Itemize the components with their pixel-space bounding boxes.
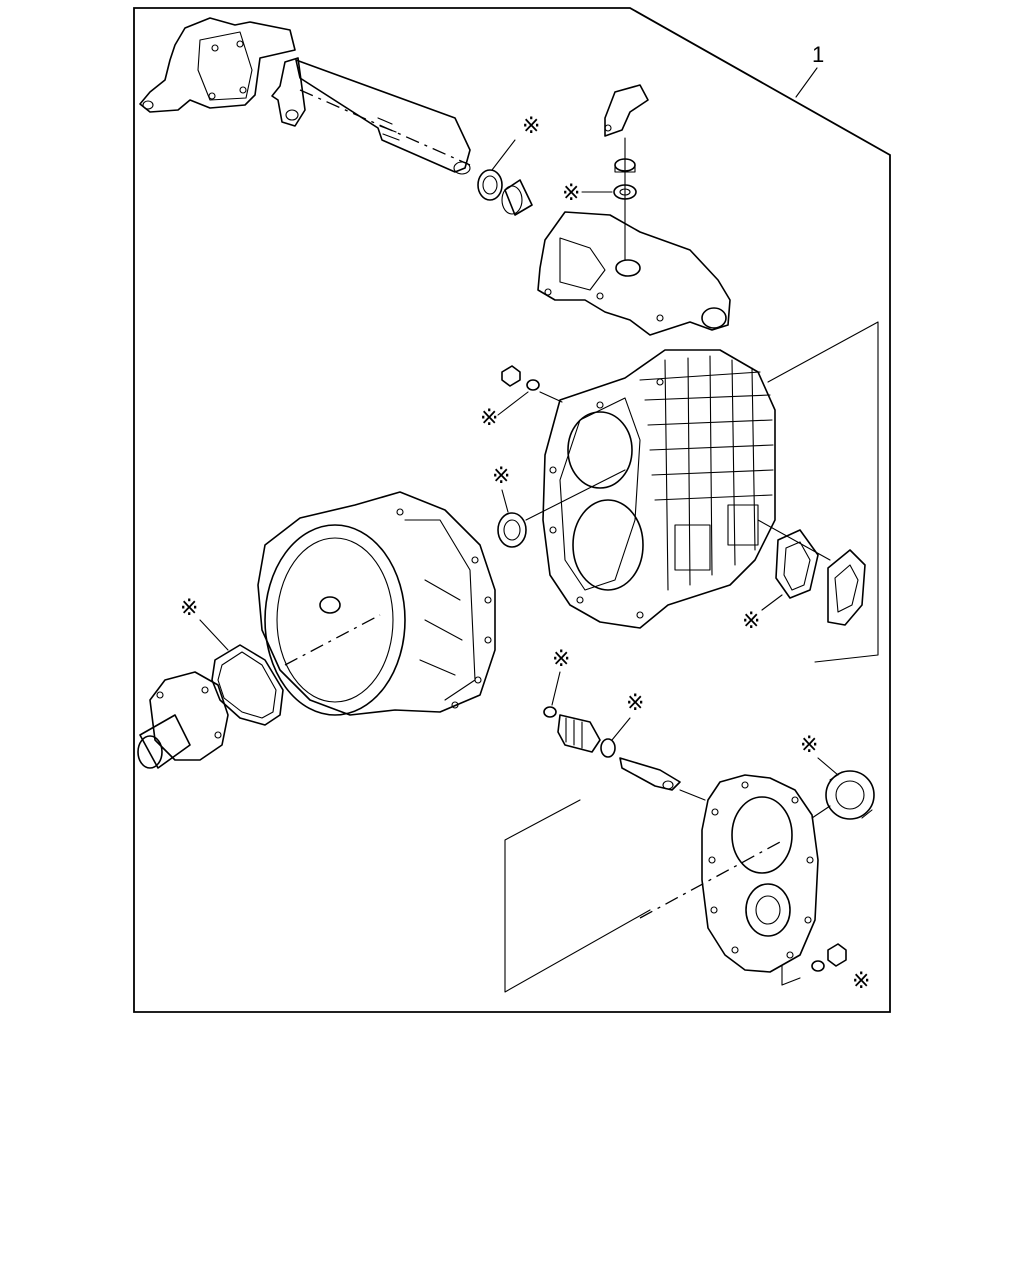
kit-marker-rear-plug: ※ [852,969,870,994]
shift-lever-arm [271,57,306,127]
rear-cover-plug [827,943,847,967]
marker-leader [491,139,516,171]
rear-cover-plug-washer [811,960,825,972]
sensor-rod [619,757,681,791]
sensor-washer [543,706,557,718]
kit-marker-bell-gasket: ※ [180,596,198,621]
input-axis [525,469,626,521]
kit-marker-sensor-o-ring: ※ [626,691,644,716]
kit-marker-pto-gasket: ※ [742,609,760,634]
case-bracket-line [767,321,879,663]
kit-marker-rear-seal: ※ [800,733,818,758]
reference-leader [795,67,818,98]
speed-sensor [557,714,601,753]
reference-number-label: 1 [812,42,824,67]
kit-marker-sensor-washer: ※ [552,647,570,672]
shift-shaft-seal [477,169,503,201]
kit-frame [133,7,891,1013]
marker-leader [551,671,561,706]
kit-marker-cover-washer: ※ [562,181,580,206]
shift-bracket [604,84,649,137]
pto-cover-plate [827,549,866,626]
rear-seal-axis [811,805,831,819]
shift-shaft-centerline [299,89,471,166]
input-bearing-retainer [137,671,229,769]
case-plug [501,365,521,387]
transmission-case [542,349,776,629]
pto-axis [757,519,831,561]
input-shaft-seal [497,512,527,548]
rear-cover-seal [825,770,875,820]
rear-plug-leader [781,964,801,986]
marker-leader [817,757,839,776]
marker-leader [199,619,229,651]
shift-cover-housing [537,211,731,336]
rear-bracket-line [504,799,651,993]
kit-marker-shift-seal: ※ [522,114,540,139]
marker-leader [761,594,783,611]
bell-housing [257,491,496,716]
shift-tower-housing [139,17,296,113]
pto-cover-gasket [775,529,819,599]
shift-shaft [295,59,471,175]
rear-cover-housing [701,774,819,973]
bell-axis [284,614,381,666]
marker-leader [611,717,631,741]
rear-axis [639,841,781,919]
marker-leader [497,391,563,416]
shift-shaft-bushing [501,179,533,216]
marker-leader [501,489,509,513]
bell-housing-gasket [211,644,284,726]
sensor-o-ring [600,738,616,758]
kit-marker-case-plug: ※ [480,406,498,431]
kit-marker-input-seal: ※ [492,464,510,489]
case-plug-washer [526,379,540,391]
sensor-axis [679,789,706,801]
